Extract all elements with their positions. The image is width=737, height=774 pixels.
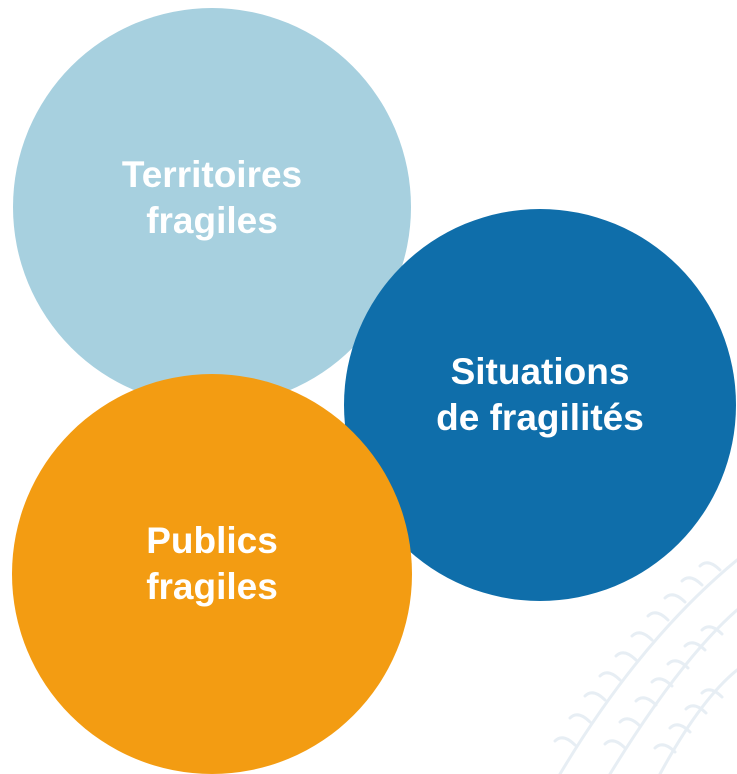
circle-publics-fragiles: Publics fragiles — [12, 374, 412, 774]
situations-line2: de fragilités — [436, 397, 644, 438]
circle-situations-de-fragilites: Situations de fragilités — [344, 209, 736, 601]
circle-label: Situations de fragilités — [436, 349, 644, 442]
territoires-line2: fragiles — [146, 200, 278, 241]
publics-line1: Publics — [146, 519, 278, 561]
situations-line1: Situations — [450, 350, 630, 392]
circle-label: Publics fragiles — [146, 518, 278, 611]
territoires-line1: Territoires — [121, 153, 303, 195]
circle-label: Territoires fragiles — [122, 152, 302, 245]
publics-line2: fragiles — [146, 566, 278, 607]
circle-territoires-fragiles: Territoires fragiles — [13, 8, 411, 406]
